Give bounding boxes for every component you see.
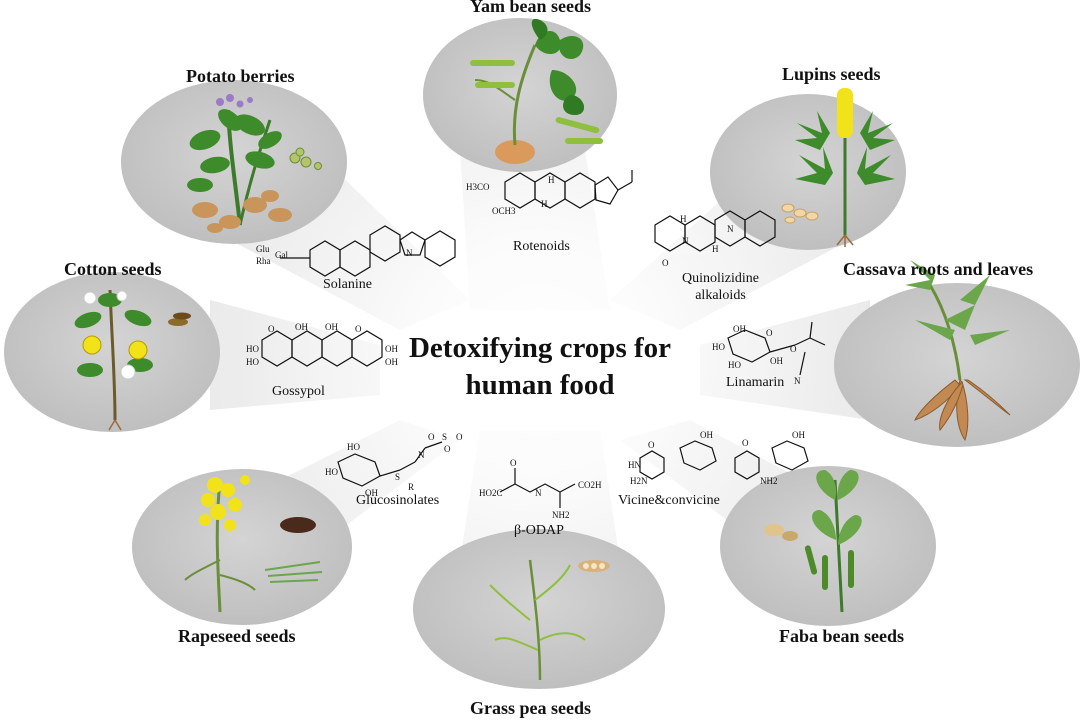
compound-quinolizidine-line1: Quinolizidine xyxy=(682,271,759,286)
struct-vic-oh2: OH xyxy=(792,430,805,440)
struct-gos-ho1: HO xyxy=(246,344,259,354)
title-line-2: human food xyxy=(465,369,615,401)
label-yam-bean: Yam bean seeds xyxy=(470,0,592,16)
beam-yam-bean xyxy=(460,150,610,310)
struct-odap-nh2: NH2 xyxy=(552,510,570,520)
label-faba: Faba bean seeds xyxy=(779,626,905,646)
label-rapeseed: Rapeseed seeds xyxy=(178,626,296,646)
struct-vic-o2: O xyxy=(742,438,749,448)
label-cassava: Cassava roots and leaves xyxy=(843,259,1034,279)
struct-lin-o1: O xyxy=(766,328,773,338)
struct-lup-n1: N xyxy=(682,236,689,246)
struct-lup-n2: N xyxy=(727,224,734,234)
rapeseed-plant-illustration xyxy=(184,475,323,613)
struct-gos-oh1: OH xyxy=(295,322,308,332)
struct-gos-oh2: OH xyxy=(325,322,338,332)
struct-gos-oh3: OH xyxy=(385,344,398,354)
potato-plant-illustration xyxy=(187,94,322,233)
struct-glu-ho1: HO xyxy=(347,442,360,452)
struct-lin-n: N xyxy=(794,376,801,386)
cassava-plant-illustration xyxy=(905,260,1011,442)
struct-vic-o: O xyxy=(648,440,655,450)
struct-glu-oh: OH xyxy=(365,488,378,498)
structure-glucosinolates xyxy=(337,441,443,487)
struct-pot-gal: Gal xyxy=(275,250,288,260)
structure-quinolizidine xyxy=(654,210,776,252)
compound-rotenoids: Rotenoids xyxy=(513,239,570,254)
struct-vic-oh1: OH xyxy=(700,430,713,440)
diagram-title: Detoxifying crops for human food xyxy=(380,330,700,404)
struct-vic-nh2: NH2 xyxy=(760,476,778,486)
struct-odap-ho2c: HO2C xyxy=(479,488,503,498)
compound-vicine-convicine: Vicine&convicine xyxy=(618,493,720,508)
struct-vic-hn: HN xyxy=(628,460,641,470)
struct-gos-o1: O xyxy=(268,324,275,334)
cotton-plant-illustration xyxy=(74,289,191,431)
struct-lin-oh1: OH xyxy=(733,324,746,334)
circle-rapeseed xyxy=(132,469,352,625)
struct-odap-n: N xyxy=(535,488,542,498)
struct-yam-och3: OCH3 xyxy=(492,206,516,216)
faba-bean-plant-illustration xyxy=(764,470,862,613)
struct-yam-h2: H xyxy=(541,199,548,209)
compound-gossypol: Gossypol xyxy=(272,384,325,399)
beam-grass-pea xyxy=(460,430,620,560)
struct-vic-h2n: H2N xyxy=(630,476,648,486)
circle-lupins xyxy=(710,94,906,250)
structure-vicine xyxy=(639,440,809,480)
structure-linamarin xyxy=(727,321,826,376)
compound-glucosinolates: Glucosinolates xyxy=(356,493,440,508)
struct-lin-o2: O xyxy=(790,344,797,354)
lupins-plant-illustration xyxy=(781,88,895,247)
structure-solanine xyxy=(280,225,456,277)
compound-quinolizidine: Quinolizidine alkaloids xyxy=(682,270,759,304)
struct-pot-glu: Glu xyxy=(256,244,270,254)
struct-glu-ho2: HO xyxy=(325,467,338,477)
struct-gos-o2: O xyxy=(355,324,362,334)
struct-odap-o: O xyxy=(510,458,517,468)
struct-pot-rha: Rha xyxy=(256,256,271,266)
struct-yam-h1: H xyxy=(548,175,555,185)
struct-glu-s2: S xyxy=(442,432,447,442)
label-lupins: Lupins seeds xyxy=(782,64,881,84)
struct-glu-s1: S xyxy=(395,472,400,482)
struct-lin-oh2: OH xyxy=(770,356,783,366)
struct-gos-oh4: OH xyxy=(385,357,398,367)
label-cotton: Cotton seeds xyxy=(64,259,162,279)
struct-glu-r: R xyxy=(408,482,414,492)
compound-quinolizidine-line2: alkaloids xyxy=(695,288,746,303)
beam-cassava xyxy=(700,300,870,420)
struct-lin-ho1: HO xyxy=(712,342,725,352)
struct-glu-o1: O xyxy=(428,432,435,442)
struct-glu-o3: O xyxy=(456,432,463,442)
struct-glu-n: N xyxy=(418,450,425,460)
struct-odap-co2h: CO2H xyxy=(578,480,602,490)
struct-pot-n: N xyxy=(406,248,413,258)
struct-lup-h2: H xyxy=(712,244,719,254)
compound-beta-odap: β-ODAP xyxy=(514,523,564,538)
circle-faba xyxy=(720,466,936,626)
structure-text: H3CO OCH3 H H Glu Rha Gal N H H N N O O … xyxy=(246,175,805,520)
compound-solanine: Solanine xyxy=(323,277,372,292)
title-line-1: Detoxifying crops for xyxy=(408,332,672,364)
struct-yam-h3co: H3CO xyxy=(466,182,490,192)
grass-pea-plant-illustration xyxy=(489,559,610,681)
structure-rotenoids xyxy=(504,170,633,209)
struct-lup-h1: H xyxy=(680,214,687,224)
struct-lin-ho2: HO xyxy=(728,360,741,370)
struct-gos-ho2: HO xyxy=(246,357,259,367)
beam-cotton xyxy=(210,300,380,410)
struct-lup-o: O xyxy=(662,258,669,268)
structure-beta-odap xyxy=(499,468,576,508)
structure-gossypol xyxy=(261,330,383,367)
compound-linamarin: Linamarin xyxy=(726,375,785,390)
label-potato: Potato berries xyxy=(186,66,295,86)
yam-bean-plant-illustration xyxy=(470,18,603,164)
struct-glu-o2: O xyxy=(444,444,451,454)
label-grass-pea: Grass pea seeds xyxy=(470,698,591,718)
